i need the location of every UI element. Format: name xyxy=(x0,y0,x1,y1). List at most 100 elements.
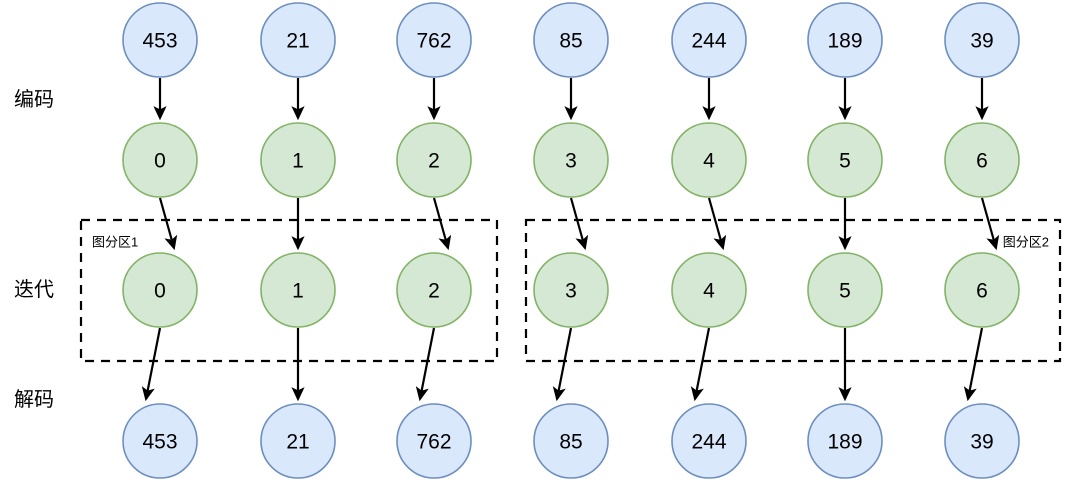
partition-boxes-group xyxy=(79,218,1062,363)
node-label-iterated-1: 1 xyxy=(292,280,304,303)
node-iterated-5[interactable]: 5 xyxy=(807,252,883,328)
node-label-output-0: 453 xyxy=(142,431,177,454)
node-encoded-1[interactable]: 1 xyxy=(260,122,336,198)
node-circle-encoded-5 xyxy=(807,122,883,198)
node-label-input-5: 189 xyxy=(827,30,862,53)
partition-label-1: 图分区1 xyxy=(92,235,138,250)
node-label-iterated-6: 6 xyxy=(976,280,988,303)
node-label-input-6: 39 xyxy=(970,30,993,53)
node-output-3[interactable]: 85 xyxy=(533,403,609,479)
node-circle-output-1 xyxy=(260,403,336,479)
node-encoded-6[interactable]: 6 xyxy=(944,122,1020,198)
node-iterated-2[interactable]: 2 xyxy=(396,252,472,328)
node-output-4[interactable]: 244 xyxy=(671,403,747,479)
node-circle-iterated-2 xyxy=(396,252,472,328)
node-iterated-3[interactable]: 3 xyxy=(533,252,609,328)
node-input-6[interactable]: 39 xyxy=(944,2,1020,78)
node-circle-iterated-6 xyxy=(944,252,1020,328)
node-label-input-1: 21 xyxy=(286,30,309,53)
node-circle-output-5 xyxy=(807,403,883,479)
node-input-1[interactable]: 21 xyxy=(260,2,336,78)
node-output-1[interactable]: 21 xyxy=(260,403,336,479)
node-label-output-4: 244 xyxy=(691,431,726,454)
node-circle-input-1 xyxy=(260,2,336,78)
node-label-input-0: 453 xyxy=(142,30,177,53)
node-label-iterated-0: 0 xyxy=(154,280,166,303)
node-input-4[interactable]: 244 xyxy=(671,2,747,78)
node-circle-input-6 xyxy=(944,2,1020,78)
node-label-encoded-6: 6 xyxy=(976,150,988,173)
node-label-input-3: 85 xyxy=(559,30,582,53)
node-circle-output-0 xyxy=(122,403,198,479)
node-label-iterated-5: 5 xyxy=(839,280,851,303)
edge-decode-6 xyxy=(963,327,984,402)
node-iterated-0[interactable]: 0 xyxy=(122,252,198,328)
node-iterated-4[interactable]: 4 xyxy=(671,252,747,328)
node-iterated-1[interactable]: 1 xyxy=(260,252,336,328)
node-iterated-6[interactable]: 6 xyxy=(944,252,1020,328)
edge-decode-0 xyxy=(141,327,162,402)
partition-labels-group: 图分区1 图分区2 xyxy=(92,235,1049,250)
node-label-output-5: 189 xyxy=(827,431,862,454)
node-label-encoded-0: 0 xyxy=(154,150,166,173)
node-encoded-0[interactable]: 0 xyxy=(122,122,198,198)
edge-decode-3 xyxy=(552,327,573,402)
node-output-6[interactable]: 39 xyxy=(944,403,1020,479)
node-label-output-3: 85 xyxy=(559,431,582,454)
node-label-iterated-3: 3 xyxy=(565,280,577,303)
node-output-2[interactable]: 762 xyxy=(396,403,472,479)
node-label-output-6: 39 xyxy=(970,431,993,454)
node-output-5[interactable]: 189 xyxy=(807,403,883,479)
partition-label-2: 图分区2 xyxy=(1003,235,1049,250)
edge-iterate-6 xyxy=(980,197,1000,251)
row-label-iterate: 迭代 xyxy=(14,278,54,301)
node-input-0[interactable]: 453 xyxy=(122,2,198,78)
node-circle-encoded-4 xyxy=(671,122,747,198)
node-encoded-4[interactable]: 4 xyxy=(671,122,747,198)
node-circle-encoded-0 xyxy=(122,122,198,198)
node-input-5[interactable]: 189 xyxy=(807,2,883,78)
row-label-decode: 解码 xyxy=(14,388,54,411)
node-encoded-5[interactable]: 5 xyxy=(807,122,883,198)
node-circle-output-6 xyxy=(944,403,1020,479)
edge-decode-2 xyxy=(415,327,436,402)
node-label-output-1: 21 xyxy=(286,431,309,454)
node-circle-iterated-3 xyxy=(533,252,609,328)
node-label-iterated-2: 2 xyxy=(428,280,440,303)
node-circle-encoded-3 xyxy=(533,122,609,198)
node-circle-encoded-6 xyxy=(944,122,1020,198)
node-label-input-4: 244 xyxy=(691,30,726,53)
node-label-encoded-3: 3 xyxy=(565,150,577,173)
node-circle-input-2 xyxy=(396,2,472,78)
edge-iterate-4 xyxy=(707,197,727,251)
node-circle-output-4 xyxy=(671,403,747,479)
node-label-encoded-1: 1 xyxy=(292,150,304,173)
node-circle-input-3 xyxy=(533,2,609,78)
partition-box-1 xyxy=(79,218,499,363)
node-encoded-2[interactable]: 2 xyxy=(396,122,472,198)
node-output-0[interactable]: 453 xyxy=(122,403,198,479)
node-circle-input-0 xyxy=(122,2,198,78)
node-input-2[interactable]: 762 xyxy=(396,2,472,78)
node-label-encoded-4: 4 xyxy=(703,150,715,173)
edge-iterate-0 xyxy=(158,197,178,251)
node-label-iterated-4: 4 xyxy=(703,280,715,303)
node-circle-encoded-1 xyxy=(260,122,336,198)
node-circle-encoded-2 xyxy=(396,122,472,198)
node-label-input-2: 762 xyxy=(416,30,451,53)
node-label-encoded-5: 5 xyxy=(839,150,851,173)
node-label-encoded-2: 2 xyxy=(428,150,440,173)
node-circle-iterated-0 xyxy=(122,252,198,328)
nodes-group: 453 21 762 85 244 189 39 0 1 2 3 4 5 6 0 1 2 3 4 5 6 453 21 762… xyxy=(122,2,1020,479)
node-circle-iterated-5 xyxy=(807,252,883,328)
edge-iterate-3 xyxy=(569,197,589,251)
edge-iterate-2 xyxy=(432,197,452,251)
node-input-3[interactable]: 85 xyxy=(533,2,609,78)
node-encoded-3[interactable]: 3 xyxy=(533,122,609,198)
node-circle-output-3 xyxy=(533,403,609,479)
edge-decode-4 xyxy=(690,327,711,402)
node-circle-input-4 xyxy=(671,2,747,78)
